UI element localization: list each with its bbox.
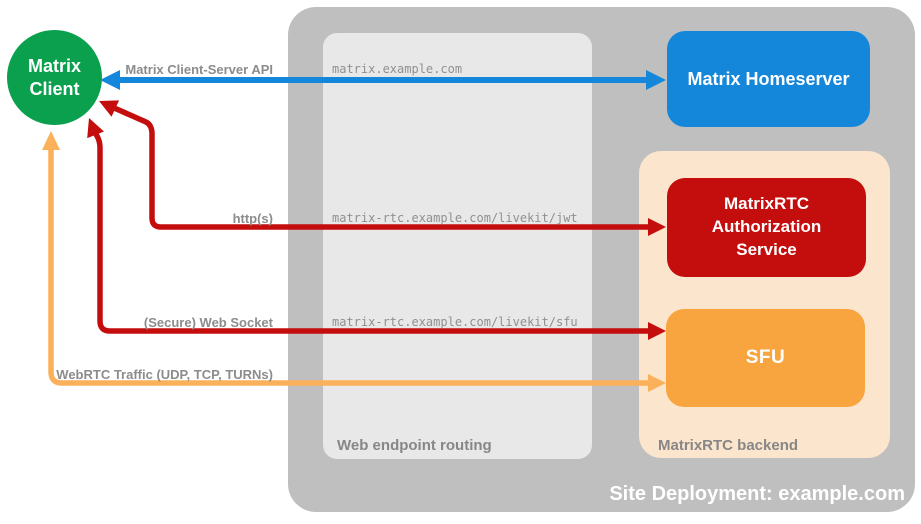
matrixrtc-authorization-service-node: MatrixRTC Authorization Service	[667, 178, 866, 277]
https-arrow	[99, 100, 666, 236]
arrowhead-sfu-icon	[648, 374, 666, 392]
endpoint-matrix: matrix.example.com	[332, 62, 463, 76]
arrowhead-right-icon	[646, 70, 666, 90]
web-endpoint-routing-box	[323, 33, 592, 459]
auth-service-label: MatrixRTC Authorization Service	[711, 194, 822, 259]
web-endpoint-routing-caption: Web endpoint routing	[337, 437, 492, 454]
arrowhead-left-icon	[100, 70, 120, 90]
matrix-homeserver-label: Matrix Homeserver	[687, 68, 850, 89]
webrtc-traffic-arrow	[42, 131, 666, 392]
matrix-client-label: Matrix Client	[27, 56, 81, 99]
endpoint-livekit-sfu: matrix-rtc.example.com/livekit/sfu	[332, 315, 578, 329]
sfu-node: SFU	[666, 309, 865, 407]
arrowhead-client-icon	[87, 118, 104, 139]
arrowhead-client-icon	[42, 131, 60, 150]
websocket-arrow	[87, 118, 666, 340]
https-label: http(s)	[232, 211, 273, 226]
matrixrtc-backend-caption: MatrixRTC backend	[658, 437, 799, 454]
client-server-api-label: Matrix Client-Server API	[125, 62, 273, 77]
arrowhead-client-icon	[99, 100, 120, 117]
arrowhead-auth-icon	[648, 218, 666, 236]
site-deployment-caption: Site Deployment: example.com	[609, 483, 905, 505]
arrowhead-sfu-icon	[648, 322, 666, 340]
websocket-label: (Secure) Web Socket	[143, 315, 273, 330]
matrix-client-node: Matrix Client	[7, 30, 102, 125]
client-server-api-arrow	[100, 70, 666, 90]
webrtc-traffic-label: WebRTC Traffic (UDP, TCP, TURNs)	[56, 367, 273, 382]
matrix-homeserver-node: Matrix Homeserver	[667, 31, 870, 127]
sfu-label: SFU	[745, 347, 786, 368]
endpoint-livekit-jwt: matrix-rtc.example.com/livekit/jwt	[332, 211, 578, 225]
